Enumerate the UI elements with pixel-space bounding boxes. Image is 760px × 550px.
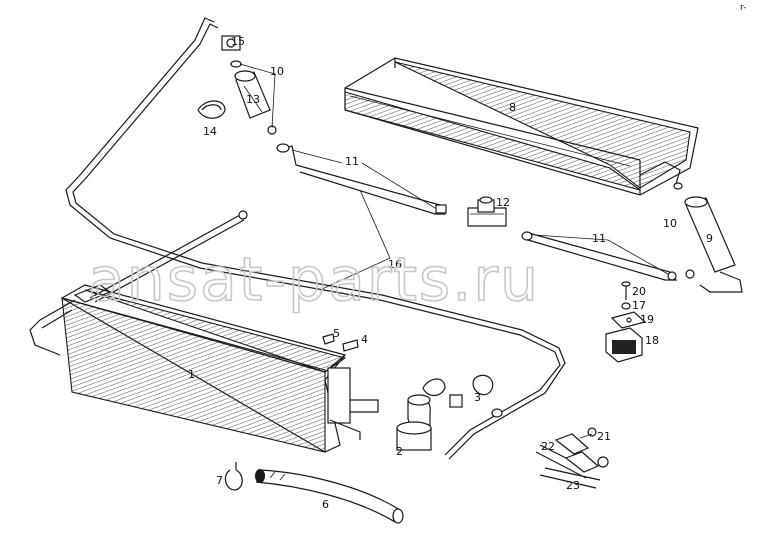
label-part-9: 9 bbox=[706, 232, 713, 245]
label-part-4: 4 bbox=[361, 333, 368, 346]
bracket-19 bbox=[610, 311, 647, 329]
clip-14 bbox=[197, 100, 226, 119]
label-part-16: 16 bbox=[388, 258, 402, 271]
leader-lines bbox=[239, 63, 669, 439]
corner-mark: r- bbox=[740, 3, 746, 13]
washer-10-right bbox=[685, 269, 695, 279]
label-part-13: 13 bbox=[246, 93, 260, 106]
heat-exchanger-lower bbox=[29, 284, 379, 453]
label-part-12: 12 bbox=[496, 196, 510, 209]
label-part-15: 15 bbox=[231, 35, 245, 48]
heat-exchanger-upper bbox=[344, 57, 699, 196]
connector-23 bbox=[539, 451, 601, 489]
label-part-14: 14 bbox=[203, 125, 217, 138]
label-part-10a: 10 bbox=[270, 65, 284, 78]
label-part-11a: 11 bbox=[345, 155, 359, 168]
label-part-6: 6 bbox=[322, 498, 329, 511]
pump-9 bbox=[684, 196, 743, 293]
label-part-20: 20 bbox=[632, 285, 646, 298]
long-pipe bbox=[65, 17, 566, 460]
valve-12 bbox=[467, 196, 507, 227]
label-part-5: 5 bbox=[333, 327, 340, 340]
clamp-15 bbox=[221, 35, 241, 51]
watermark-text: ansat-parts.ru bbox=[88, 245, 540, 315]
connector-22 bbox=[535, 433, 591, 479]
label-part-19: 19 bbox=[640, 313, 654, 326]
clamp-7 bbox=[224, 462, 243, 491]
label-part-23: 23 bbox=[566, 479, 580, 492]
rod-11-lower bbox=[521, 231, 678, 281]
label-part-11b: 11 bbox=[592, 232, 606, 245]
bolt-20 bbox=[621, 281, 631, 300]
mount-18 bbox=[605, 327, 643, 363]
label-part-7: 7 bbox=[216, 474, 223, 487]
clip-4 bbox=[342, 339, 359, 352]
tie-rod bbox=[89, 210, 248, 303]
label-part-10b: 10 bbox=[663, 217, 677, 230]
nut-17 bbox=[621, 302, 631, 310]
nut-21 bbox=[587, 427, 609, 468]
label-part-17: 17 bbox=[632, 299, 646, 312]
label-part-2: 2 bbox=[396, 445, 403, 458]
clip-5 bbox=[322, 333, 335, 345]
part-labels: 1 2 3 4 5 6 7 8 9 10 10 11 11 12 13 14 1… bbox=[188, 35, 713, 511]
label-part-22: 22 bbox=[541, 440, 555, 453]
label-part-8: 8 bbox=[509, 101, 516, 114]
label-part-1: 1 bbox=[188, 368, 195, 381]
valve-2 bbox=[396, 394, 432, 451]
label-part-3: 3 bbox=[474, 391, 481, 404]
washers-10-top bbox=[230, 60, 277, 135]
hose-clips-3 bbox=[422, 374, 503, 418]
label-part-18: 18 bbox=[645, 334, 659, 347]
rod-11-upper bbox=[276, 143, 447, 215]
hose-6 bbox=[255, 469, 404, 524]
pump-13 bbox=[234, 70, 271, 119]
label-part-21: 21 bbox=[597, 430, 611, 443]
